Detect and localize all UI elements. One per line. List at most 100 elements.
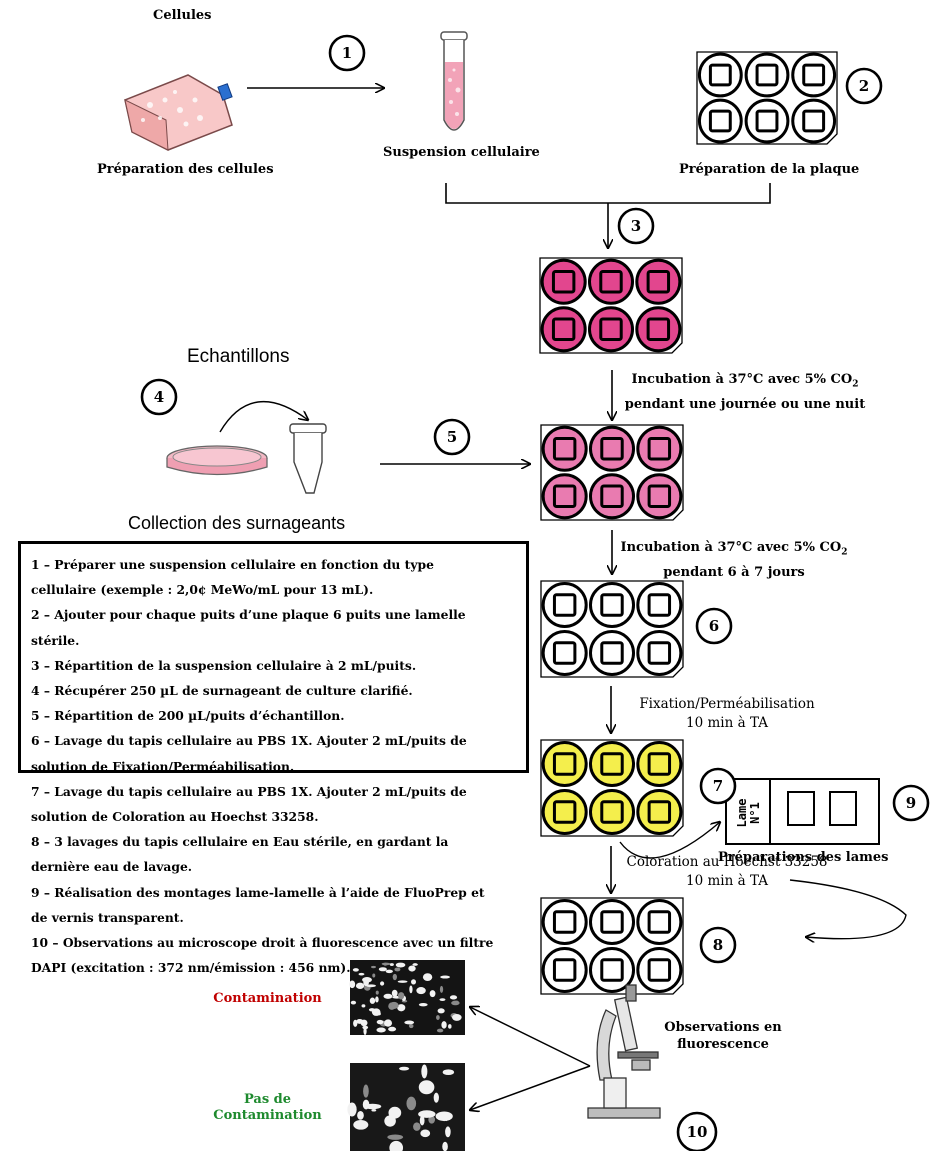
well	[636, 425, 683, 472]
step-9-badge: 9	[892, 784, 930, 822]
legend-step-number: 1	[31, 557, 40, 572]
petri-dish-icon	[166, 445, 268, 476]
legend-text: – Récupérer 250 µL de surnageant de cult…	[39, 683, 413, 699]
cellules-label: Cellules	[153, 8, 212, 23]
step-2-badge: 2	[845, 67, 883, 105]
step-6-badge: 6	[695, 607, 733, 645]
well	[791, 98, 837, 144]
step-number: 4	[154, 388, 164, 406]
step-number: 3	[631, 217, 641, 235]
legend-box: 1 – Préparer une suspension cellulaire e…	[18, 541, 529, 975]
legend-text: – 3 lavages du tapis cellulaire en Eau s…	[39, 834, 449, 850]
echantillons-label: Echantillons	[187, 346, 290, 367]
legend-text: de vernis transparent.	[31, 909, 184, 925]
well	[588, 629, 636, 677]
legend-text: DAPI (excitation : 372 nm/émission : 456…	[31, 960, 351, 976]
legend-text: – Répartition de la suspension cellulair…	[39, 657, 417, 673]
legend-line: 4 – Récupérer 250 µL de surnageant de cu…	[31, 678, 516, 703]
legend-step-number: 8	[31, 834, 40, 850]
legend-line: solution de Coloration au Hoechst 33258.	[31, 804, 516, 829]
arrow-to-contamination	[470, 1007, 591, 1067]
well	[587, 258, 635, 305]
legend-step-number: 6	[31, 733, 40, 749]
plate-stained	[540, 897, 684, 995]
well	[541, 946, 588, 994]
step-number: 9	[906, 794, 916, 812]
plate-samples	[540, 424, 684, 521]
well	[588, 581, 636, 629]
arrow-step-9	[619, 822, 720, 859]
legend-line: DAPI (excitation : 372 nm/émission : 456…	[31, 955, 516, 980]
no-contamination-image	[347, 1063, 465, 1151]
legend-text: dernière eau de lavage.	[31, 859, 193, 875]
well	[540, 258, 587, 305]
prep-lames-label: Préparations des lames	[718, 850, 889, 865]
well	[588, 946, 636, 994]
arrow-to-no-contamination	[470, 1065, 591, 1110]
arrow-to-observation	[789, 879, 907, 939]
suspension-label: Suspension cellulaire	[383, 145, 540, 160]
legend-line: 3 – Répartition de la suspension cellula…	[31, 653, 516, 678]
step-8-badge: 8	[699, 926, 737, 964]
plate-empty-1	[696, 51, 838, 145]
merge-bracket	[445, 183, 771, 204]
legend-line: dernière eau de lavage.	[31, 854, 516, 879]
legend-text: – Préparer une suspension cellulaire en …	[39, 557, 434, 572]
legend-text: cellulaire (exemple : 2,0¢ MeWo/mL pour …	[31, 582, 374, 598]
slide-label-number: N°1	[748, 802, 762, 824]
legend-step-number: 5	[31, 708, 40, 724]
well	[636, 629, 683, 677]
no-contamination-label: Pas de Contamination	[213, 1092, 322, 1123]
legend-text: – Lavage du tapis cellulaire au PBS 1X. …	[39, 783, 467, 799]
legend-step-number: 10	[31, 935, 49, 951]
legend-line: 9 – Réalisation des montages lame-lamell…	[31, 880, 516, 905]
well	[636, 898, 683, 946]
legend-text: – Répartition de 200 µL/puits d’échantil…	[39, 708, 345, 724]
contamination-image	[349, 960, 465, 1036]
step-1-badge: 1	[328, 34, 366, 72]
slide-icon	[725, 778, 880, 845]
step-10-badge: 10	[676, 1111, 718, 1151]
well	[541, 581, 588, 629]
legend-text: – Ajouter pour chaque puits d’une plaque…	[39, 607, 466, 623]
well	[744, 52, 790, 98]
well	[588, 740, 636, 788]
legend-text: – Observations au microscope droit à flu…	[48, 935, 494, 951]
step-number: 1	[342, 44, 352, 62]
well	[588, 898, 636, 946]
legend-line: 6 – Lavage du tapis cellulaire au PBS 1X…	[31, 728, 516, 753]
well	[697, 98, 743, 144]
plate-seeded	[539, 257, 683, 354]
plate-fixed	[540, 739, 684, 837]
legend-step-number: 7	[31, 783, 40, 799]
legend-line: 2 – Ajouter pour chaque puits d’une plaq…	[31, 602, 516, 627]
sample-tube-icon	[289, 423, 327, 494]
legend-line: 8 – 3 lavages du tapis cellulaire en Eau…	[31, 829, 516, 854]
well	[587, 306, 635, 353]
step-number: 6	[709, 617, 719, 635]
legend-line: solution de Fixation/Perméabilisation.	[31, 754, 516, 779]
well	[636, 946, 683, 994]
step-7-badge: 7	[699, 767, 737, 805]
legend-text: solution de Fixation/Perméabilisation.	[31, 758, 295, 774]
legend-text: solution de Coloration au Hoechst 33258.	[31, 809, 319, 825]
collection-label: Collection des surnageants	[128, 513, 346, 533]
step-4-badge: 4	[140, 378, 178, 416]
well	[635, 306, 682, 353]
arrow-step-4	[219, 400, 308, 433]
well	[635, 258, 682, 305]
step-number: 2	[859, 77, 869, 95]
well	[541, 425, 588, 472]
step-3-badge: 3	[617, 207, 655, 245]
step-number: 8	[713, 936, 723, 954]
legend-line: 10 – Observations au microscope droit à …	[31, 930, 516, 955]
cell-flask-icon	[124, 74, 233, 151]
plate-washed	[540, 580, 684, 678]
legend-line: 1 – Préparer une suspension cellulaire e…	[31, 552, 516, 577]
step-number: 10	[687, 1123, 708, 1141]
well	[541, 898, 588, 946]
incubation-2-label: Incubation à 37°C avec 5% CO2 pendant 6 …	[620, 540, 848, 580]
